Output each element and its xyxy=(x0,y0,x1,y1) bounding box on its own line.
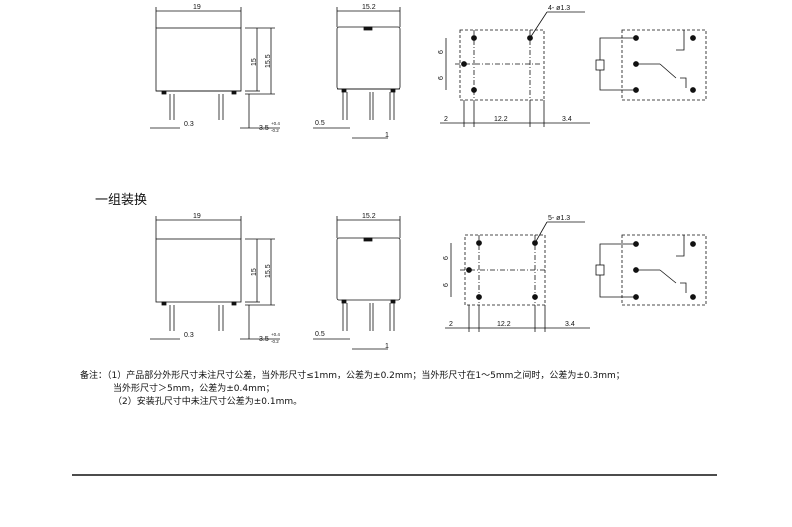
svg-text:15.2: 15.2 xyxy=(362,213,376,220)
hole-pattern-bottom: 5- ø1.3 6 6 2 12.2 3.4 xyxy=(443,215,590,332)
section-title: 一组装换 xyxy=(95,193,148,208)
side-view-top: 15.2 0.5 1 xyxy=(313,4,401,139)
bottom-group: 19 15 15.5 0.3 3.5 +0.4 -0.2 xyxy=(150,213,707,350)
svg-text:12.2: 12.2 xyxy=(494,116,508,123)
svg-text:15.5: 15.5 xyxy=(265,264,272,278)
svg-text:+0.4: +0.4 xyxy=(271,332,280,337)
note-line-3: （2）安装孔尺寸中未注尺寸公差为±0.1mm。 xyxy=(113,397,303,407)
front-view-top: 19 15 15.5 0.3 3.5 +0.4 -0.2 xyxy=(150,4,280,133)
svg-text:+0.4: +0.4 xyxy=(271,121,280,126)
hole-pattern-top: 4- ø1.3 6 6 2 12.2 3.4 xyxy=(438,5,590,127)
svg-text:2: 2 xyxy=(444,116,448,123)
dim-15-top: 15 xyxy=(251,58,258,66)
svg-text:3.4: 3.4 xyxy=(565,321,575,328)
side-view-bottom: 15.2 0.5 1 xyxy=(313,213,401,350)
svg-text:0.5: 0.5 xyxy=(315,331,325,338)
top-group: 19 15 15.5 0.3 3.5 +0.4 -0.2 xyxy=(150,4,707,139)
svg-text:12.2: 12.2 xyxy=(497,321,511,328)
svg-text:1: 1 xyxy=(385,343,389,350)
svg-text:6: 6 xyxy=(438,76,445,80)
notes: 备注：（1）产品部分外形尺寸未注尺寸公差，当外形尺寸≤1mm，公差为±0.2mm… xyxy=(80,370,780,409)
dim-0-3-top: 0.3 xyxy=(184,121,194,128)
dim-3-5-top: 3.5 xyxy=(259,125,269,132)
dim-1-top: 1 xyxy=(385,132,389,139)
svg-text:-0.2: -0.2 xyxy=(271,339,279,344)
schematic-top xyxy=(595,29,707,101)
svg-text:-0.2: -0.2 xyxy=(271,128,279,133)
front-view-bottom: 19 15 15.5 0.3 3.5 +0.4 -0.2 xyxy=(150,213,280,344)
svg-text:15: 15 xyxy=(251,268,258,276)
svg-text:2: 2 xyxy=(449,321,453,328)
schematic-bottom xyxy=(595,234,707,306)
dim-19-top: 19 xyxy=(193,4,201,11)
holes-label-top: 4- ø1.3 xyxy=(548,5,570,12)
dim-15-2-top: 15.2 xyxy=(362,4,376,11)
svg-text:3.5: 3.5 xyxy=(259,336,269,343)
holes-label-bottom: 5- ø1.3 xyxy=(548,215,570,222)
svg-text:3.4: 3.4 xyxy=(562,116,572,123)
svg-text:6: 6 xyxy=(438,50,445,54)
svg-text:6: 6 xyxy=(443,283,450,287)
dim-15-5-top: 15.5 xyxy=(265,54,272,68)
dim-0-5-top: 0.5 xyxy=(315,120,325,127)
svg-text:19: 19 xyxy=(193,213,201,220)
note-line-2: 当外形尺寸＞5mm，公差为±0.4mm； xyxy=(113,384,275,394)
svg-text:0.3: 0.3 xyxy=(184,332,194,339)
note-line-1: 备注：（1）产品部分外形尺寸未注尺寸公差，当外形尺寸≤1mm，公差为±0.2mm… xyxy=(80,371,625,381)
svg-text:6: 6 xyxy=(443,256,450,260)
